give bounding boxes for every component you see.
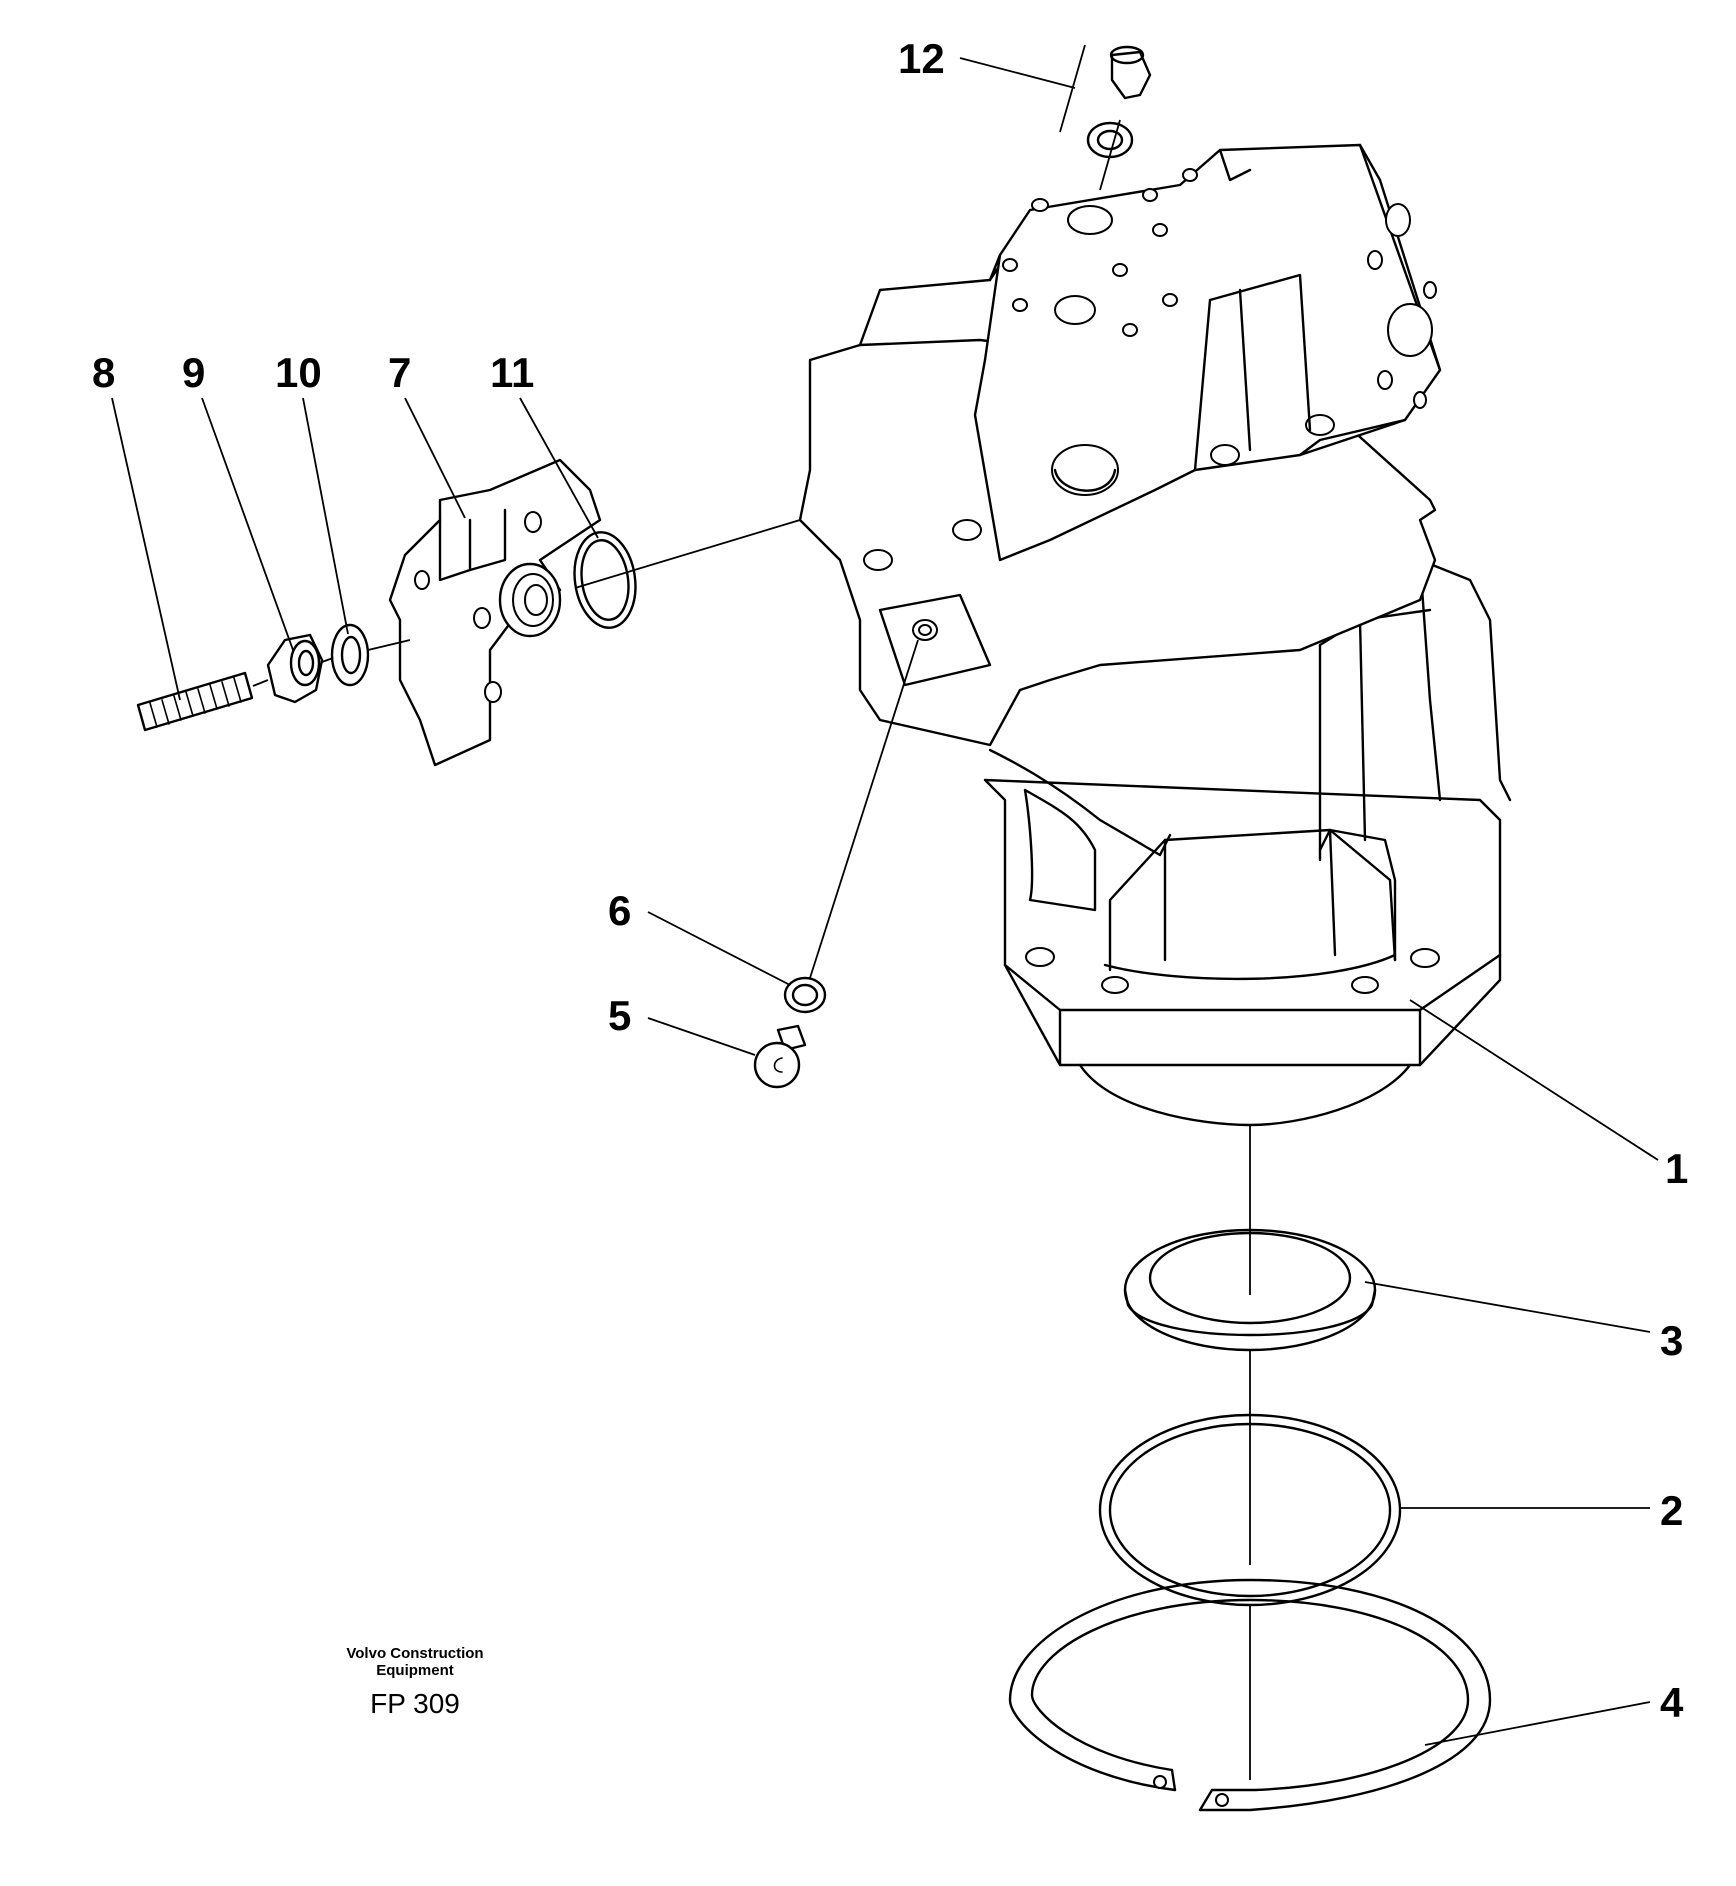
credit-line-2: Equipment <box>376 1662 454 1680</box>
washer-6 <box>783 976 827 1014</box>
callout-8: 8 <box>92 349 116 396</box>
callout-6: 6 <box>608 887 632 934</box>
callout-5: 5 <box>608 992 632 1039</box>
assembly-lines <box>252 119 1251 1780</box>
o-ring-11 <box>573 531 637 629</box>
callout-1: 1 <box>1665 1145 1689 1192</box>
adapter-block <box>388 458 602 767</box>
nut-9 <box>266 633 324 704</box>
snap-ring-4 <box>1008 1578 1492 1812</box>
motor-housing <box>798 143 1512 1127</box>
stud-8 <box>136 671 254 732</box>
plug-12 <box>1086 45 1152 159</box>
callout-9: 9 <box>182 349 206 396</box>
callout-3: 3 <box>1660 1317 1684 1364</box>
plug-5 <box>753 1024 807 1089</box>
callout-7: 7 <box>388 349 412 396</box>
credit-line-1: Volvo Construction <box>346 1645 484 1662</box>
callout-10: 10 <box>275 349 322 396</box>
callout-2: 2 <box>1660 1487 1684 1534</box>
callout-11: 11 <box>490 349 535 396</box>
leader-lines <box>111 44 1659 1746</box>
callout-12: 12 <box>898 35 945 82</box>
washer-10 <box>330 623 370 687</box>
publisher-credit: Volvo Construction Equipment FP 309 <box>320 1645 510 1720</box>
figure-code: FP 309 <box>370 1687 460 1719</box>
callout-4: 4 <box>1660 1679 1684 1726</box>
